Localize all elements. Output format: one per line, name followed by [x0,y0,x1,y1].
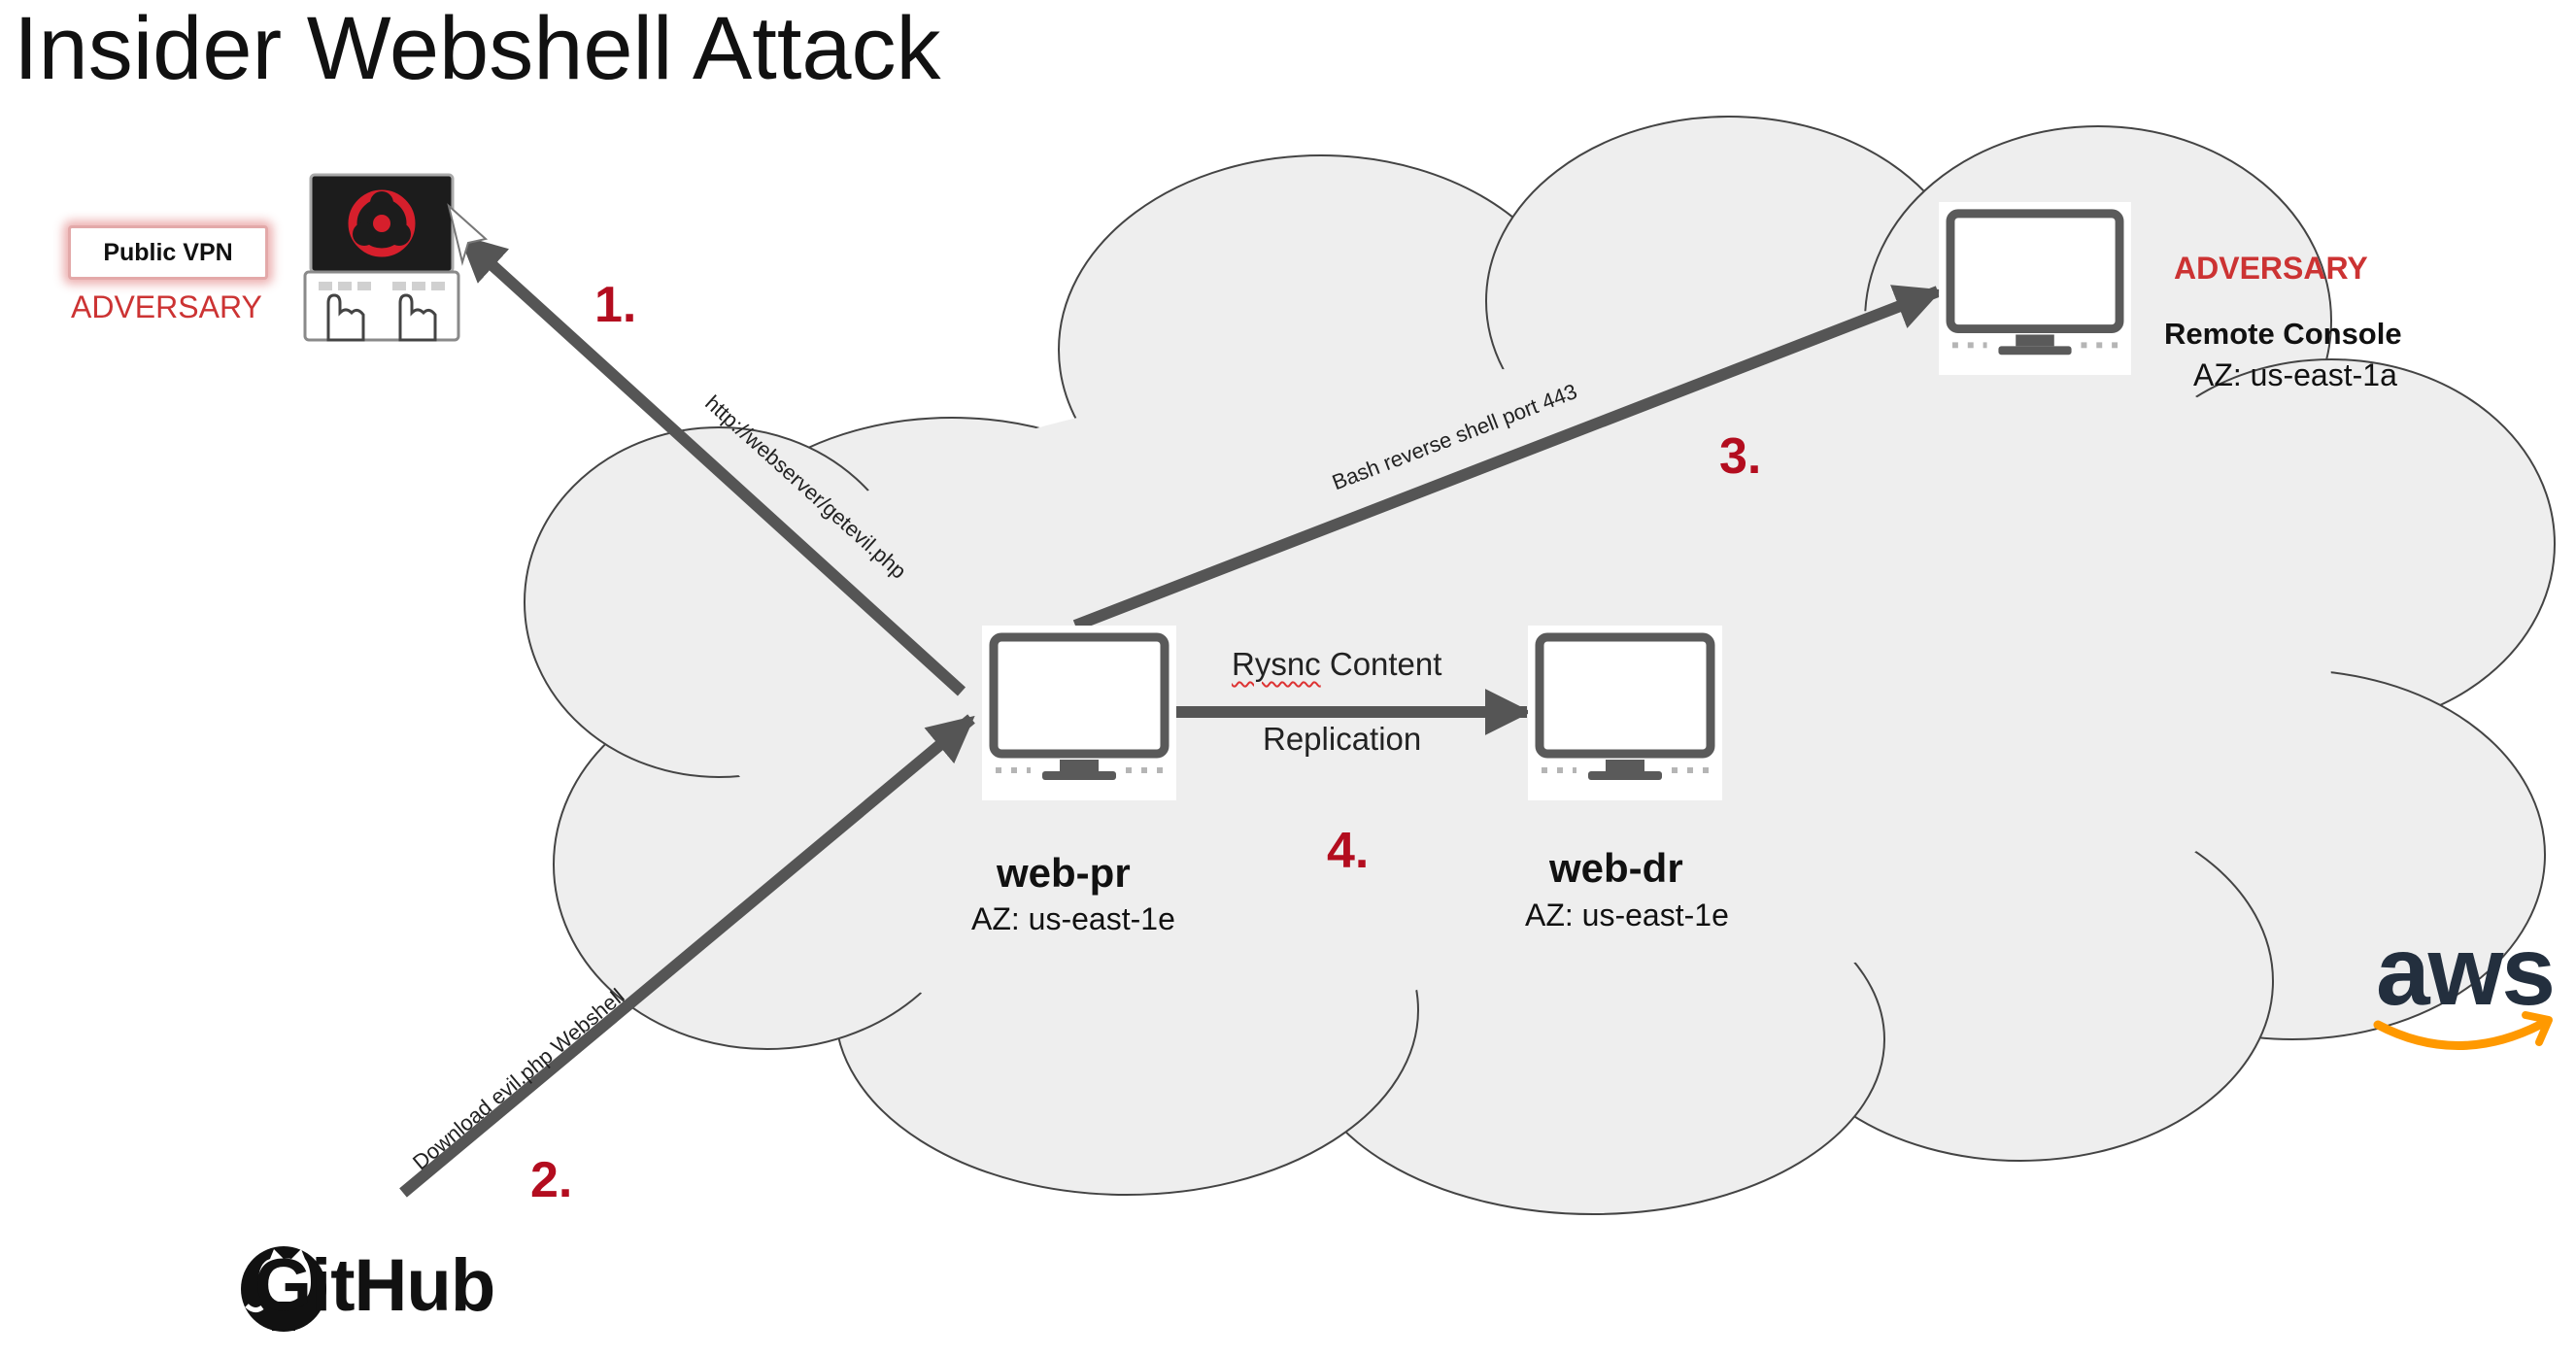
step-4-label: 4. [1327,823,1370,879]
page-title: Insider Webshell Attack [14,0,941,98]
step-2-label: 2. [530,1152,573,1208]
edge-label-rsync-content: Rysnc Content [1232,646,1441,683]
rsync-word: Rysnc [1232,646,1321,682]
web-dr-az: AZ: us-east-1e [1525,898,1729,932]
step-3-label: 3. [1719,428,1762,485]
edge-label-replication: Replication [1263,721,1422,757]
github-wordmark: GitHub [254,1244,495,1327]
web-dr-name: web-dr [1549,845,1683,891]
github-logo: GitHub [241,1243,495,1328]
adversary-label-left: ADVERSARY [71,289,262,324]
step-1-label: 1. [594,277,637,333]
arrow-download-webshell [399,714,975,1198]
remote-console-monitor-icon [1939,202,2131,375]
remote-console-az: AZ: us-east-1a [2193,357,2397,392]
public-vpn-badge: Public VPN [68,225,268,280]
aws-wordmark: aws [2376,917,2556,1026]
adversary-label-right: ADVERSARY [2174,251,2368,286]
edges [399,233,1943,1198]
rsync-content-word: Content [1320,646,1442,682]
github-octocat-icon [241,1246,326,1332]
web-dr-monitor-icon [1528,626,1722,800]
white-cursor-arrowhead [447,203,489,266]
adversary-laptop-icon [303,173,460,342]
remote-console-name: Remote Console [2164,317,2402,351]
web-pr-monitor-icon [982,626,1176,800]
arrow-reverse-shell [1072,285,1943,631]
arrow-http-getevil [458,233,966,696]
web-pr-az: AZ: us-east-1e [971,901,1175,936]
web-pr-name: web-pr [997,850,1131,896]
aws-smile-arrow-icon [2373,1011,2553,1050]
